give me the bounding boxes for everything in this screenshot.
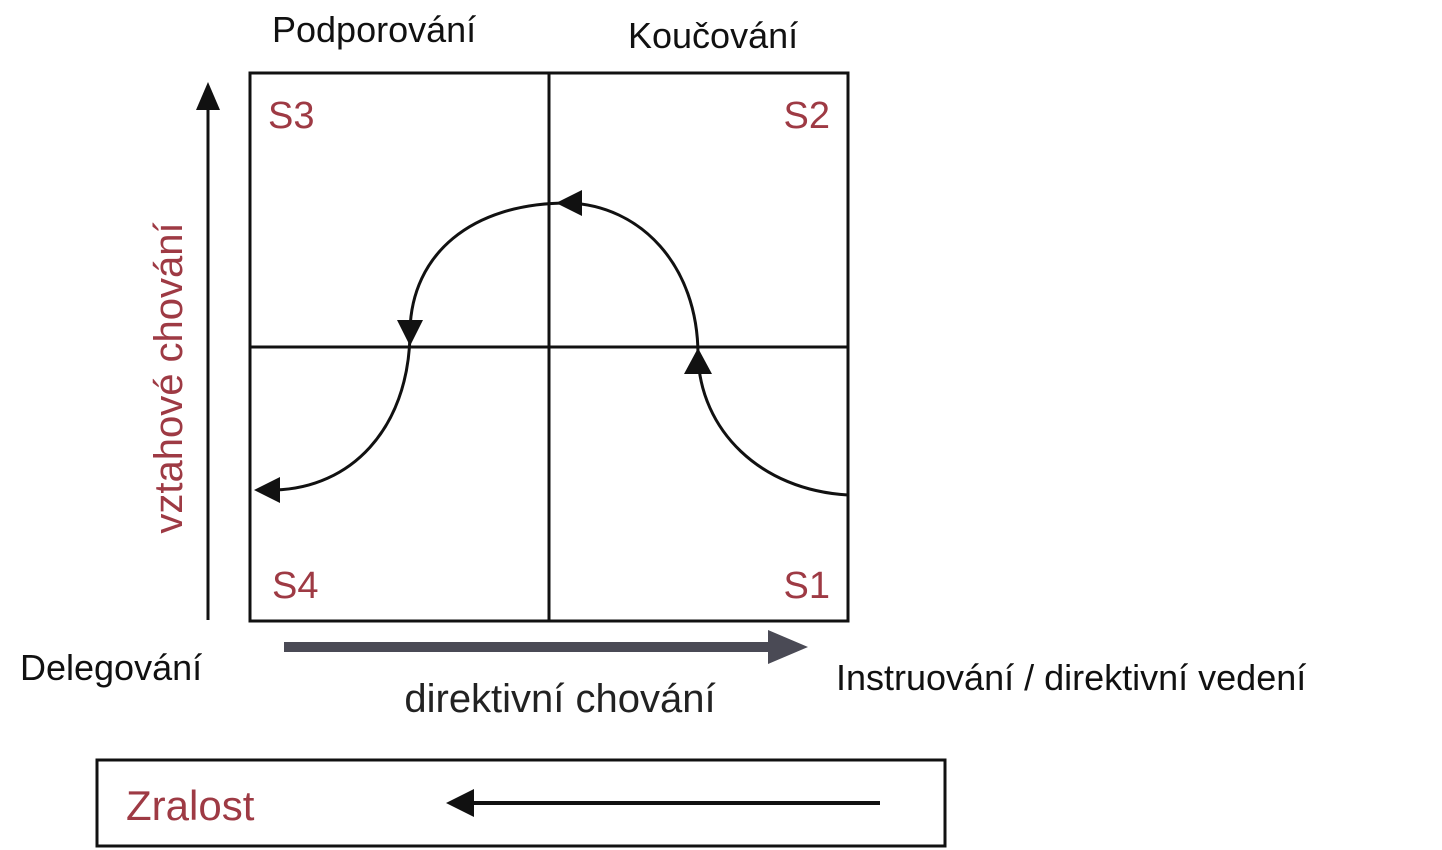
quadrant-s2: S2 xyxy=(784,95,830,137)
leadership-curve xyxy=(274,201,849,497)
y-axis-label: vztahové chování xyxy=(147,222,191,533)
maturity-box xyxy=(95,758,947,848)
maturity-arrow xyxy=(446,789,880,817)
quadrant-grid xyxy=(248,71,850,623)
label-delegovani: Delegování xyxy=(20,647,202,688)
label-podporovani: Podporování xyxy=(272,9,476,50)
quadrant-s4: S4 xyxy=(272,565,318,607)
quadrant-s3: S3 xyxy=(268,95,314,137)
maturity-label: Zralost xyxy=(126,782,255,829)
label-koucovani: Koučování xyxy=(628,15,798,56)
y-axis-arrow xyxy=(196,82,220,620)
x-axis-arrow xyxy=(284,630,808,664)
label-instruovani: Instruování / direktivní vedení xyxy=(836,657,1306,698)
quadrant-s1: S1 xyxy=(784,565,830,607)
curve-arrowheads xyxy=(254,190,712,503)
x-axis-label: direktivní chování xyxy=(404,677,715,721)
